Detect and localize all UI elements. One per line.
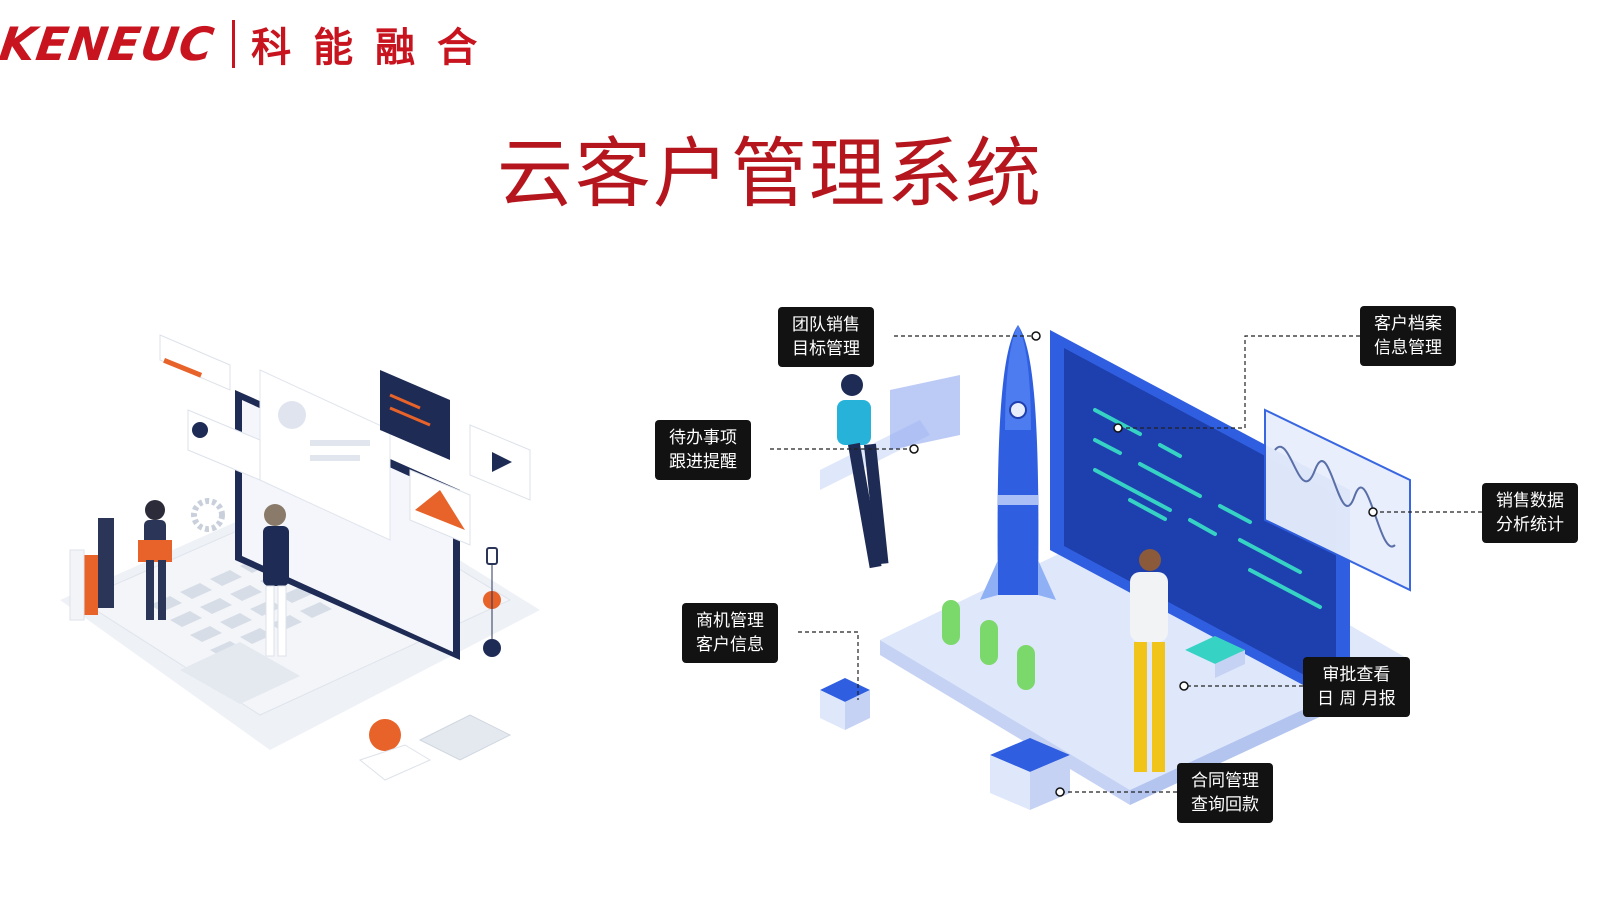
callout-todo-reminders: 待办事项 跟进提醒 (655, 420, 751, 480)
logo-divider (232, 20, 236, 68)
callout-line1: 合同管理 (1191, 771, 1259, 791)
callout-line2: 查询回款 (1191, 795, 1259, 815)
callout-line2: 分析统计 (1496, 515, 1564, 535)
laptop-people-illustration (60, 334, 540, 781)
callout-line1: 团队销售 (792, 315, 860, 335)
callout-opportunity-management: 商机管理 客户信息 (682, 603, 778, 663)
callout-line2: 日 周 月报 (1317, 689, 1396, 709)
page-title: 云客户管理系统 (497, 129, 1043, 218)
callout-line1: 待办事项 (669, 428, 737, 448)
callout-team-sales-targets: 团队销售 目标管理 (778, 307, 874, 367)
callout-line2: 客户信息 (696, 635, 764, 655)
callout-contract-management: 合同管理 查询回款 (1177, 763, 1273, 823)
brand-logo: KENEUC 科能融合 (0, 16, 499, 72)
callout-line2: 信息管理 (1374, 338, 1442, 358)
callout-customer-records: 客户档案 信息管理 (1360, 306, 1456, 366)
rocket-laptop-illustration (820, 325, 1411, 810)
callout-line1: 商机管理 (696, 611, 764, 631)
logo-text-cn: 科能融合 (251, 25, 500, 71)
callout-line2: 目标管理 (792, 339, 860, 359)
callout-line1: 客户档案 (1374, 314, 1442, 334)
callout-sales-analytics: 销售数据 分析统计 (1482, 483, 1578, 543)
callout-line2: 跟进提醒 (669, 452, 737, 472)
callout-line1: 审批查看 (1322, 665, 1391, 685)
callout-line1: 销售数据 (1496, 491, 1564, 511)
logo-text-en: KENEUC (0, 17, 218, 71)
callout-approval-reports: 审批查看 日 周 月报 (1303, 657, 1410, 717)
